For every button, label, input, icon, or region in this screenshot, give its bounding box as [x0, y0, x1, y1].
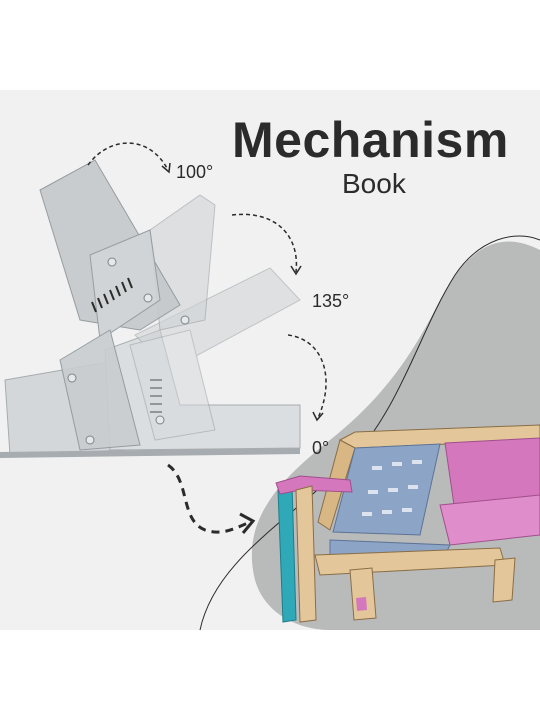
arrow-head: [239, 512, 256, 534]
arrow-head: [161, 162, 171, 174]
angle-label-100: 100°: [176, 162, 214, 182]
spring-coil-icon: [150, 379, 162, 413]
angle-label-0: 0°: [312, 438, 330, 458]
background-outline: [199, 235, 540, 631]
spring-coil-icon: [91, 277, 133, 313]
dashed-arc-arrow-icon: [87, 142, 169, 171]
angle-label-135: 135°: [312, 291, 350, 311]
dashed-arc-arrow-icon: [231, 213, 298, 273]
mesh-straps: [362, 460, 422, 516]
sofa-frame: [275, 424, 540, 623]
title-main: Mechanism: [232, 112, 509, 168]
dashed-curved-arrow-icon: [167, 463, 251, 534]
arrow-head: [312, 411, 324, 422]
arrow-head: [290, 265, 302, 276]
title-sub: Book: [342, 168, 406, 199]
bolts: [67, 257, 190, 445]
